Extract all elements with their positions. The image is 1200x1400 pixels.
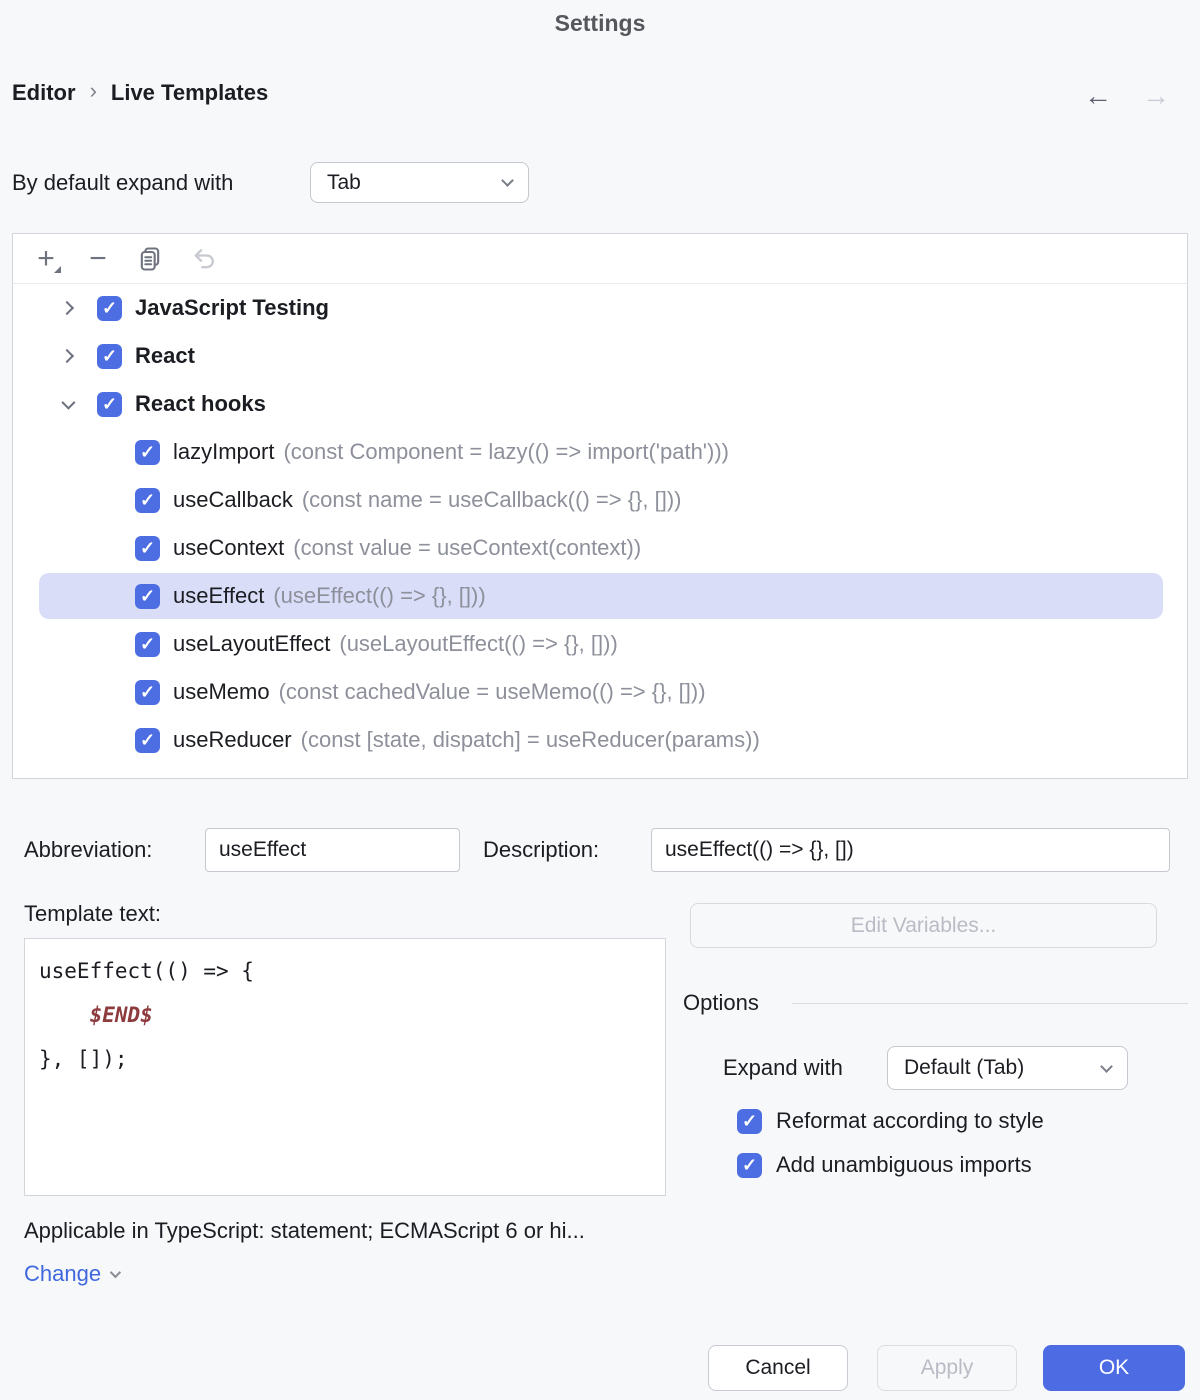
tree-item-lazyimport[interactable]: lazyImport (const Component = lazy(() =>…: [13, 428, 1187, 476]
template-checkbox[interactable]: [135, 679, 160, 705]
template-description: (const name = useCallback(() => {}, [])): [301, 487, 682, 512]
expand-with-select[interactable]: Default (Tab): [887, 1046, 1128, 1090]
template-description: (const Component = lazy(() => import('pa…: [283, 439, 729, 464]
template-name: useContext: [173, 535, 285, 560]
add-template-button[interactable]: +: [29, 242, 63, 276]
templates-tree: JavaScript Testing React React hooks laz…: [13, 284, 1187, 764]
dropdown-corner-icon: [54, 265, 61, 273]
remove-template-button[interactable]: −: [81, 242, 115, 276]
options-divider: [792, 1003, 1188, 1004]
tree-group-react-hooks[interactable]: React hooks: [13, 380, 1187, 428]
duplicate-template-button[interactable]: [133, 242, 167, 276]
page-title: Settings: [554, 10, 646, 36]
add-imports-checkbox-row[interactable]: Add unambiguous imports: [737, 1152, 1032, 1178]
tree-item-usecallback[interactable]: useCallback (const name = useCallback(()…: [13, 476, 1187, 524]
group-label: React hooks: [135, 391, 266, 416]
apply-button: Apply: [877, 1345, 1017, 1391]
template-name: useReducer: [173, 727, 292, 752]
cancel-button[interactable]: Cancel: [708, 1345, 848, 1391]
tree-item-usememo[interactable]: useMemo (const cachedValue = useMemo(() …: [13, 668, 1187, 716]
restore-defaults-button: [187, 242, 221, 276]
group-checkbox[interactable]: [97, 295, 122, 321]
minus-icon: −: [89, 241, 107, 275]
undo-icon: [194, 248, 214, 268]
template-checkbox[interactable]: [135, 487, 160, 513]
chevron-down-icon: [109, 1266, 122, 1279]
default-expand-value: Tab: [327, 170, 361, 194]
template-checkbox[interactable]: [135, 439, 160, 465]
template-description: (const value = useContext(context)): [293, 535, 642, 560]
template-name: lazyImport: [173, 439, 275, 464]
add-imports-checkbox[interactable]: [737, 1152, 762, 1178]
change-link-label: Change: [24, 1261, 102, 1286]
template-name: useLayoutEffect: [173, 631, 331, 656]
forward-arrow-icon: →: [1142, 80, 1170, 111]
template-description: (useLayoutEffect(() => {}, [])): [339, 631, 618, 656]
template-code-line: }, []);: [39, 1047, 128, 1071]
tree-item-uselayouteffect[interactable]: useLayoutEffect (useLayoutEffect(() => {…: [13, 620, 1187, 668]
template-checkbox[interactable]: [135, 727, 160, 753]
end-variable-token: $END$: [89, 1003, 153, 1027]
copy-icon: [140, 246, 160, 271]
tree-item-useeffect-selected[interactable]: useEffect (useEffect(() => {}, [])): [13, 572, 1187, 620]
template-code-line: useEffect(() => {: [39, 959, 254, 983]
abbreviation-input[interactable]: [205, 828, 460, 872]
template-name: useEffect: [173, 583, 265, 608]
expand-with-value: Default (Tab): [904, 1056, 1025, 1079]
template-checkbox[interactable]: [135, 631, 160, 657]
templates-toolbar: + −: [13, 234, 1187, 284]
ok-button[interactable]: OK: [1043, 1345, 1185, 1391]
plus-icon: +: [37, 241, 55, 275]
description-label: Description:: [483, 837, 600, 862]
expand-chevron-icon[interactable]: [57, 300, 77, 316]
template-code-indent: [39, 1003, 90, 1027]
tree-group-react[interactable]: React: [13, 332, 1187, 380]
breadcrumb-live-templates: Live Templates: [110, 80, 269, 105]
template-checkbox[interactable]: [135, 583, 160, 609]
template-name: useMemo: [173, 679, 270, 704]
live-templates-panel: + − JavaScript Testing: [12, 233, 1188, 779]
tree-item-usereducer[interactable]: useReducer (const [state, dispatch] = us…: [13, 716, 1187, 764]
breadcrumb-separator-icon: ›: [89, 78, 97, 103]
template-description: (const cachedValue = useMemo(() => {}, […: [278, 679, 706, 704]
applicable-context-text: Applicable in TypeScript: statement; ECM…: [24, 1218, 585, 1243]
add-imports-label: Add unambiguous imports: [776, 1152, 1032, 1177]
group-checkbox[interactable]: [97, 343, 122, 369]
template-description: (useEffect(() => {}, [])): [273, 583, 486, 608]
reformat-checkbox-row[interactable]: Reformat according to style: [737, 1108, 1044, 1134]
back-arrow-icon[interactable]: ←: [1084, 80, 1112, 111]
template-description: (const [state, dispatch] = useReducer(pa…: [300, 727, 760, 752]
collapse-chevron-icon[interactable]: [57, 395, 77, 410]
reformat-label: Reformat according to style: [776, 1108, 1044, 1133]
template-checkbox[interactable]: [135, 535, 160, 561]
abbreviation-label: Abbreviation:: [24, 837, 153, 862]
chevron-down-icon: [501, 174, 514, 187]
tree-group-javascript-testing[interactable]: JavaScript Testing: [13, 284, 1187, 332]
default-expand-select[interactable]: Tab: [310, 162, 529, 203]
breadcrumb: Editor › Live Templates: [12, 78, 269, 106]
breadcrumb-editor[interactable]: Editor: [12, 80, 76, 105]
group-label: React: [135, 343, 195, 368]
change-link[interactable]: Change: [24, 1258, 122, 1290]
template-text-label: Template text:: [24, 901, 161, 926]
template-text-editor[interactable]: useEffect(() => { $END$ }, []);: [24, 938, 666, 1196]
group-label: JavaScript Testing: [135, 295, 329, 320]
reformat-checkbox[interactable]: [737, 1108, 762, 1134]
template-name: useCallback: [173, 487, 293, 512]
group-checkbox[interactable]: [97, 391, 122, 417]
expand-with-label: Expand with: [723, 1055, 843, 1080]
edit-variables-button: Edit Variables...: [690, 903, 1157, 948]
tree-item-usecontext[interactable]: useContext (const value = useContext(con…: [13, 524, 1187, 572]
options-heading: Options: [683, 990, 759, 1015]
expand-chevron-icon[interactable]: [57, 348, 77, 364]
history-navigation: ← →: [1084, 80, 1170, 112]
description-input[interactable]: [651, 828, 1170, 872]
default-expand-label: By default expand with: [12, 170, 234, 195]
chevron-down-icon: [1100, 1059, 1113, 1073]
